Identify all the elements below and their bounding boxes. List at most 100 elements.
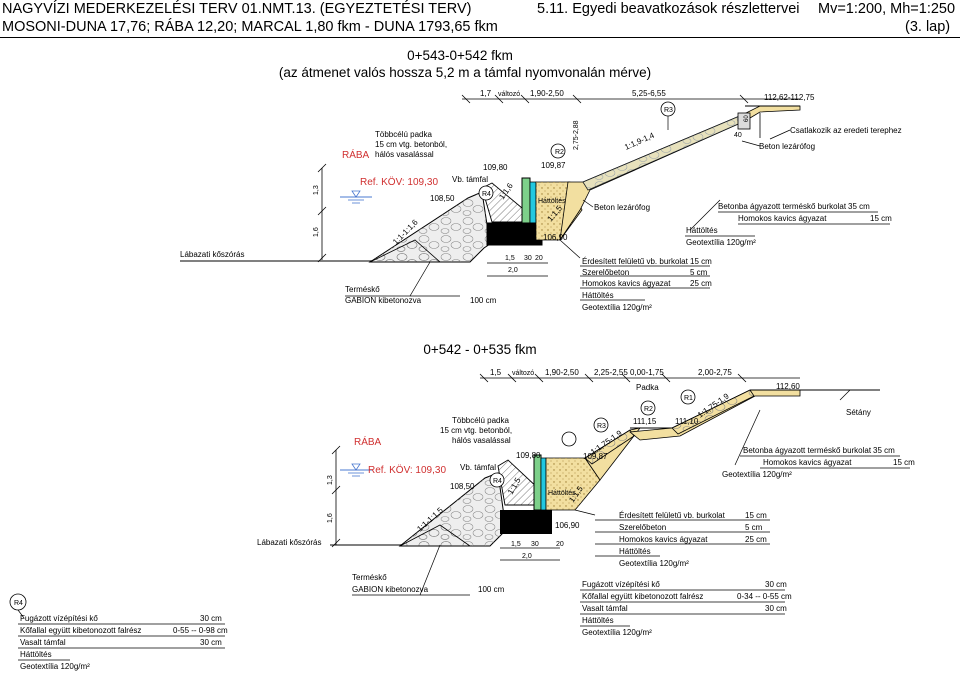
s1-elev-right: 112,62-112,75 bbox=[764, 93, 815, 102]
s2-layer-right-1-thick: 15 cm bbox=[893, 458, 915, 467]
legend-r4-drawing bbox=[9, 589, 785, 661]
s2-marker-r1: R1 bbox=[684, 395, 693, 402]
legend-r4-row-4: Geotextília 120g/m² bbox=[20, 662, 90, 671]
s2-layer-mid-0-thick: 15 cm bbox=[745, 511, 767, 520]
scale-label: Mv=1:200, Mh=1:250 bbox=[818, 1, 956, 17]
s1-layer-mid-3: Háttöltés bbox=[582, 291, 614, 300]
s1-dim-3: 5,25-6,55 bbox=[632, 89, 666, 98]
s2-elev-3: 106,90 bbox=[555, 521, 580, 530]
s1-elev-3: 108,50 bbox=[430, 194, 455, 203]
s1-side-5: 40 bbox=[734, 132, 742, 139]
legend-br-row-2: Vasalt támfal bbox=[582, 604, 628, 613]
s1-beton-lezaro-right: Beton lezárófog bbox=[759, 142, 815, 151]
s2-bottom-1: 1,5 bbox=[511, 541, 521, 548]
s1-slope-2: 1:1,6 bbox=[497, 181, 515, 201]
s2-marker-r4: R4 bbox=[493, 478, 502, 485]
s2-gabion-1: Terméskő bbox=[352, 573, 387, 582]
s2-layer-mid-1-thick: 5 cm bbox=[745, 523, 763, 532]
s1-multi-2: 15 cm vtg. betonból, bbox=[375, 140, 447, 149]
legend-r4-row-0: Fugázott vízépítési kő bbox=[20, 614, 98, 623]
s1-elev-2: 109,87 bbox=[541, 161, 566, 170]
s2-layer-right-2: Geotextília 120g/m² bbox=[722, 470, 792, 479]
sheet-title: 5.11. Egyedi beavatkozások részlettervei bbox=[537, 1, 800, 17]
s1-side-4: 60 bbox=[744, 115, 750, 122]
s1-layer-right-0: Betonba ágyazott terméskő burkolat bbox=[718, 202, 847, 211]
s1-elev-4: 106,90 bbox=[543, 233, 568, 242]
s2-side-2: 1,6 bbox=[327, 513, 334, 523]
s1-ref: Ref. KÖV: 109,30 bbox=[360, 176, 438, 188]
s2-elev-6: 109,87 bbox=[583, 452, 608, 461]
s1-gabion-1: Terméskő bbox=[345, 285, 380, 294]
s1-dim-2: 1,90-2,50 bbox=[530, 89, 564, 98]
s1-layer-mid-1-thick: 5 cm bbox=[690, 268, 708, 277]
s2-layer-mid-1: Szerelőbeton bbox=[619, 523, 666, 532]
s1-bottom-4: 2,0 bbox=[508, 267, 518, 274]
s1-layer-mid-2-thick: 25 cm bbox=[690, 279, 712, 288]
s1-wall-label: Vb. támfal bbox=[452, 175, 488, 184]
s2-ref: Ref. KÖV: 109,30 bbox=[368, 464, 446, 476]
s1-side-3: 2,75-2,88 bbox=[573, 120, 580, 150]
s2-layer-right-0: Betonba ágyazott terméskő burkolat bbox=[743, 446, 872, 455]
s1-layer-mid-1: Szerelőbeton bbox=[582, 268, 629, 277]
s1-elev-1: 109,80 bbox=[483, 163, 508, 172]
legend-r4-row-2: Vasalt támfal bbox=[20, 638, 66, 647]
s2-bottom-3: 20 bbox=[556, 541, 564, 548]
s1-river: RÁBA bbox=[342, 148, 370, 161]
s2-bottom-4: 2,0 bbox=[522, 553, 532, 560]
project-title: NAGYVÍZI MEDERKEZELÉSI TERV 01.NMT.13. (… bbox=[2, 1, 472, 17]
s2-toe: Lábazati kőszórás bbox=[257, 538, 321, 547]
s2-elev-1: 109,80 bbox=[516, 451, 541, 460]
section2-drawing bbox=[330, 373, 910, 596]
s2-multi-1: Többcélú padka bbox=[452, 416, 509, 425]
project-subtitle: MOSONI-DUNA 17,76; RÁBA 12,20; MARCAL 1,… bbox=[2, 19, 498, 35]
s1-layer-right-1-thick: 15 cm bbox=[870, 214, 892, 223]
s1-multi-1: Többcélú padka bbox=[375, 130, 432, 139]
s2-wall-label: Vb. támfal bbox=[460, 463, 496, 472]
s2-dim-5: 2,00-2,75 bbox=[698, 368, 732, 377]
s1-backfill: Háttöltés bbox=[538, 198, 566, 205]
s1-marker-r2: R2 bbox=[555, 149, 564, 156]
legend-br-row-0: Fugázott vízépítési kő bbox=[582, 580, 660, 589]
s1-layer-mid-4: Geotextília 120g/m² bbox=[582, 303, 652, 312]
s1-layer-right-1: Homokos kavics ágyazat bbox=[738, 214, 827, 223]
s2-layer-mid-2: Homokos kavics ágyazat bbox=[619, 535, 708, 544]
s1-gabion-dim: 100 cm bbox=[470, 296, 497, 305]
s1-beton-lezaro: Beton lezárófog bbox=[594, 203, 650, 212]
s2-bottom-2: 30 bbox=[531, 541, 539, 548]
legend-br-row-2-thick: 30 cm bbox=[765, 604, 787, 613]
legend-br-row-1-thick: 0-34 -- 0-55 cm bbox=[737, 592, 792, 601]
legend-r4-row-1-thick: 0-55 -- 0-98 cm bbox=[173, 626, 228, 635]
s1-marker-r3: R3 bbox=[664, 107, 673, 114]
s2-multi-3: hálós vasalással bbox=[452, 436, 511, 445]
s2-gabion-dim: 100 cm bbox=[478, 585, 505, 594]
s1-dim-valtozo: változó bbox=[498, 91, 520, 98]
s2-marker-r2: R2 bbox=[644, 406, 653, 413]
legend-br-row-1: Kőfallal együtt kibetonozott falrész bbox=[582, 592, 703, 601]
s1-layer-mid-0: Érdesített felületű vb. burkolat bbox=[582, 257, 689, 266]
s1-dim-1: 1,7 bbox=[480, 89, 492, 98]
legend-r4-row-1: Kőfallal együtt kibetonozott falrész bbox=[20, 626, 141, 635]
s2-gabion-2: GABION kibetonozva bbox=[352, 585, 429, 594]
legend-br-row-4: Geotextília 120g/m² bbox=[582, 628, 652, 637]
s2-dim-2: 1,90-2,50 bbox=[545, 368, 579, 377]
section2-title: 0+542 - 0+535 fkm bbox=[423, 342, 537, 357]
s1-bottom-3: 20 bbox=[535, 255, 543, 262]
s2-elev-right: 112,60 bbox=[776, 382, 800, 391]
s1-gabion-2: GABION kibetonozva bbox=[345, 296, 422, 305]
legend-br-row-3: Háttöltés bbox=[582, 616, 614, 625]
s1-multi-3: hálós vasalással bbox=[375, 150, 434, 159]
s2-layer-right-0-thick: 35 cm bbox=[873, 446, 895, 455]
s2-river: RÁBA bbox=[354, 435, 382, 448]
s2-backfill: Háttöltés bbox=[548, 490, 576, 497]
s1-marker-r4: R4 bbox=[482, 191, 491, 198]
s2-layer-mid-2-thick: 25 cm bbox=[745, 535, 767, 544]
s2-layer-mid-3: Háttöltés bbox=[619, 547, 651, 556]
s2-dim-1: 1,5 bbox=[490, 368, 502, 377]
legend-r4-marker: R4 bbox=[14, 600, 23, 607]
legend-r4-row-0-thick: 30 cm bbox=[200, 614, 222, 623]
s1-layer-mid-0-thick: 15 cm bbox=[690, 257, 712, 266]
s1-layer-right-2: Háttöltés bbox=[686, 226, 718, 235]
s1-bottom-1: 1,5 bbox=[505, 255, 515, 262]
s2-elev-4: 111,15 bbox=[633, 417, 657, 426]
